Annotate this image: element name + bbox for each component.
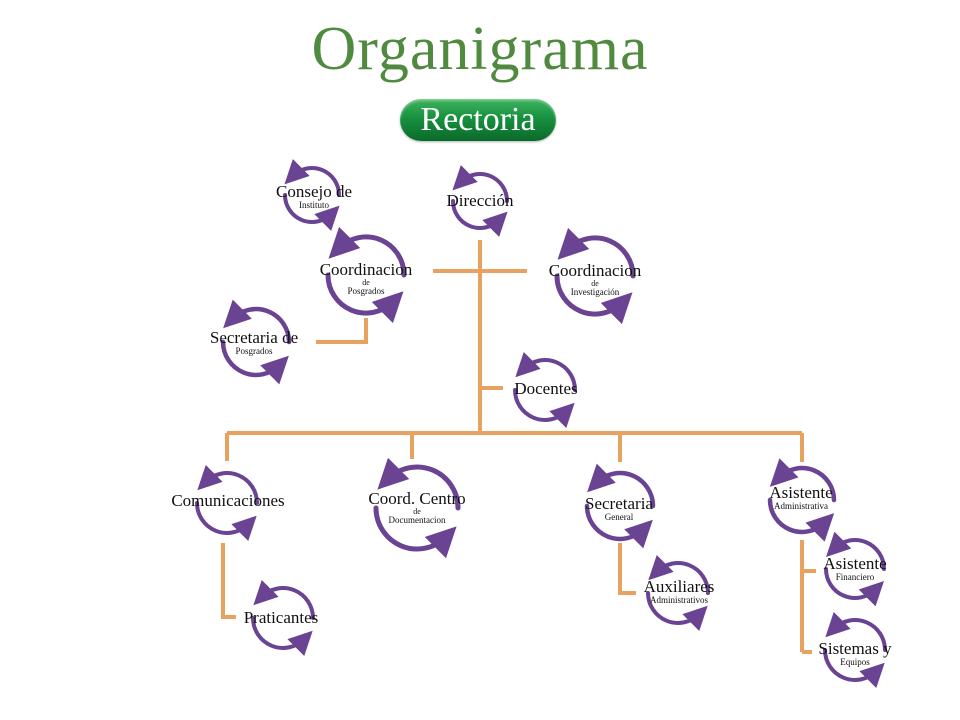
- cycle-arrow-icon-comunicaciones: [195, 464, 259, 542]
- cycle-arrow-icon-auxiliares: [646, 554, 710, 632]
- node-coord-investigacion-sub: Investigación: [570, 287, 620, 298]
- node-asistente-fin-title: Asistente: [823, 554, 887, 573]
- node-consejo-sub: Instituto: [298, 199, 329, 210]
- connector-posgrados-secretaria: [316, 318, 368, 344]
- page-title: Organigrama: [311, 15, 649, 83]
- rectoria-badge: Rectoria: [400, 99, 556, 141]
- node-coord-posgrados-sub: Posgrados: [347, 286, 385, 297]
- node-secretaria-general: Secretaria General: [519, 495, 719, 522]
- node-auxiliares-title: Auxiliares: [643, 577, 715, 596]
- node-praticantes-title: Praticantes: [243, 608, 319, 627]
- node-sistemas: Sistemas y Equipos: [755, 640, 955, 667]
- cycle-arrow-icon-coord-investigacion: [554, 227, 636, 325]
- connector-praticantes: [221, 543, 236, 619]
- node-sistemas-sub: Equipos: [840, 656, 870, 667]
- node-asistente-fin: Asistente Financiero: [755, 555, 955, 582]
- cycle-arrow-icon-secretaria-general: [584, 463, 656, 549]
- node-coord-investigacion-de: de: [591, 278, 599, 288]
- node-coord-centro-title: Coord. Centro: [368, 489, 466, 508]
- node-sistemas-title: Sistemas y: [818, 639, 892, 658]
- node-secretaria-general-sub: General: [604, 511, 634, 522]
- node-asistente-admin-sub: Administrativa: [774, 500, 828, 511]
- cycle-arrow-icon-direccion: [451, 164, 509, 238]
- connector-auxiliares: [618, 543, 636, 595]
- node-secretaria-posgrados-title: Secretaria de: [209, 328, 299, 347]
- node-asistente-fin-sub: Financiero: [835, 571, 875, 582]
- node-coord-posgrados-de: de: [362, 277, 370, 287]
- node-coord-centro: Coord. Centro de Documentacion: [317, 490, 517, 526]
- cycle-rings: [195, 158, 887, 689]
- node-secretaria-general-title: Secretaria: [585, 494, 653, 513]
- cycle-arrow-icon-docentes: [513, 351, 577, 429]
- node-docentes-title: Docentes: [514, 379, 578, 398]
- cycle-arrow-icon-coord-posgrados: [325, 226, 407, 324]
- cycle-arrow-icon-asistente-admin: [767, 458, 837, 542]
- cycle-arrow-icon-asistente-fin: [824, 531, 886, 607]
- cycle-arrow-icon-secretaria-posgrados: [220, 299, 292, 385]
- cycle-arrow-icon-coord-centro: [373, 457, 461, 559]
- cycle-arrow-icon-praticantes: [251, 579, 315, 657]
- cycle-arrow-icon-sistemas: [823, 611, 887, 689]
- node-consejo-title: Consejo de: [275, 182, 353, 201]
- node-secretaria-posgrados-sub: Posgrados: [235, 345, 273, 356]
- node-coord-posgrados: Coordinacion de Posgrados: [266, 261, 466, 297]
- node-direccion: Dirección: [380, 192, 580, 210]
- node-comunicaciones: Comunicaciones: [128, 492, 328, 510]
- node-comunicaciones-title: Comunicaciones: [171, 491, 285, 510]
- node-coord-investigacion-title: Coordinacion: [548, 261, 642, 280]
- node-auxiliares-sub: Administrativos: [650, 594, 708, 605]
- cycle-arrow-icon-consejo: [283, 158, 341, 232]
- node-consejo: Consejo de Instituto: [214, 183, 414, 210]
- node-secretaria-posgrados: Secretaria de Posgrados: [154, 329, 354, 356]
- node-asistente-admin: Asistente Administrativa: [701, 484, 901, 511]
- connector-lines: [221, 240, 816, 654]
- node-coord-posgrados-title: Coordinacion: [319, 260, 413, 279]
- node-praticantes: Praticantes: [181, 609, 381, 627]
- node-direccion-title: Dirección: [446, 191, 514, 210]
- node-coord-investigacion: Coordinacion de Investigación: [495, 262, 695, 298]
- node-coord-centro-sub: Documentacion: [388, 515, 446, 526]
- node-docentes: Docentes: [446, 380, 646, 398]
- connector-asistente-branch: [800, 540, 816, 654]
- node-coord-centro-de: de: [413, 506, 421, 516]
- node-auxiliares: Auxiliares Administrativos: [579, 578, 779, 605]
- node-asistente-admin-title: Asistente: [769, 483, 833, 502]
